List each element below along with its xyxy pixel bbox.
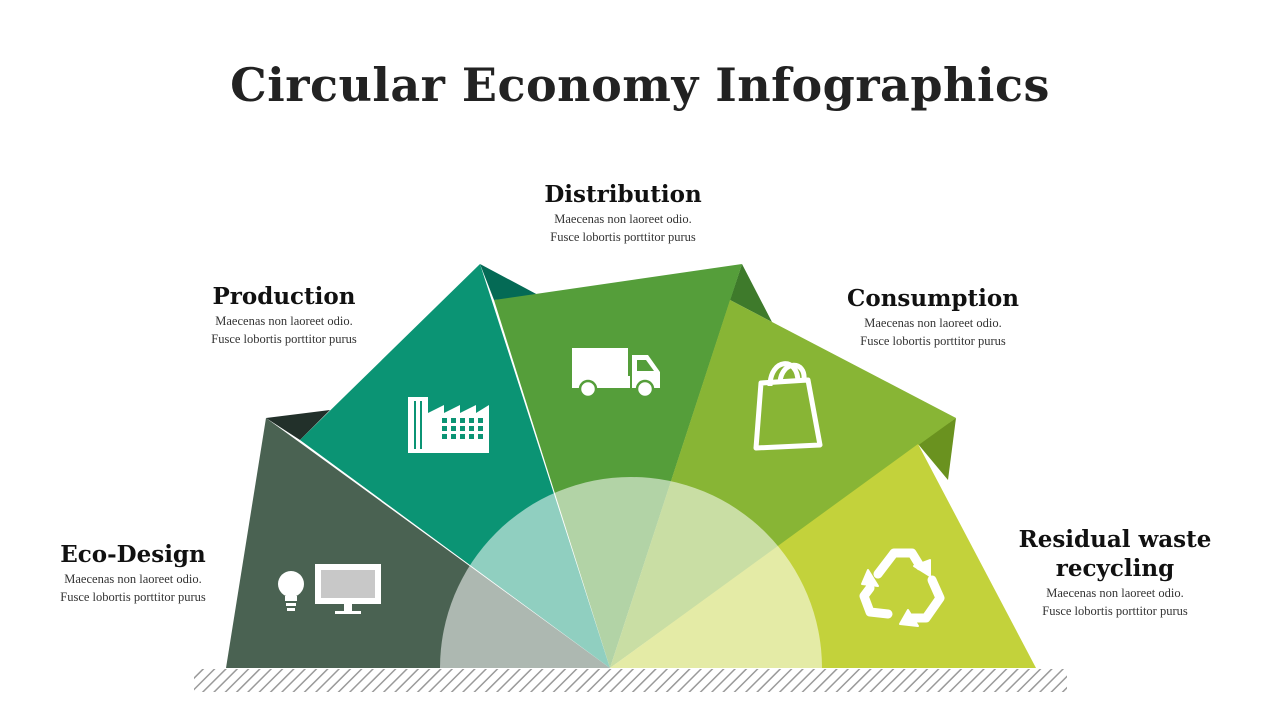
stage-label-distribution: Distribution Maecenas non laoreet odio. … bbox=[523, 180, 723, 245]
stage-title: Consumption bbox=[847, 285, 1019, 312]
fold-shadow-production bbox=[480, 264, 540, 300]
stage-label-production: Production Maecenas non laoreet odio. Fu… bbox=[184, 282, 384, 347]
stage-description-line: Fusce lobortis porttitor purus bbox=[60, 590, 206, 604]
stage-description-line: Maecenas non laoreet odio. bbox=[864, 316, 1002, 330]
stage-title: recycling bbox=[1055, 555, 1175, 582]
segment-distribution bbox=[494, 264, 742, 668]
shopping-bag-icon bbox=[753, 361, 823, 451]
stage-description-line: Fusce lobortis porttitor purus bbox=[1042, 604, 1188, 618]
stage-description-line: Fusce lobortis porttitor purus bbox=[860, 334, 1006, 348]
monitor-icon bbox=[315, 564, 381, 614]
stage-description-line: Maecenas non laoreet odio. bbox=[215, 314, 353, 328]
ground-hatch bbox=[194, 669, 1067, 692]
fold-shadow-eco-design bbox=[266, 410, 330, 440]
stage-description-line: Maecenas non laoreet odio. bbox=[1046, 586, 1184, 600]
stage-title: Distribution bbox=[544, 181, 702, 208]
truck-icon bbox=[572, 348, 660, 399]
stage-label-eco-design: Eco-Design Maecenas non laoreet odio. Fu… bbox=[33, 540, 233, 605]
stage-description-line: Maecenas non laoreet odio. bbox=[64, 572, 202, 586]
stage-description-line: Fusce lobortis porttitor purus bbox=[211, 332, 357, 346]
page-title: Circular Economy Infographics bbox=[230, 58, 1050, 112]
stage-label-residual-waste: Residual waste recycling Maecenas non la… bbox=[1005, 525, 1225, 619]
recycle-icon bbox=[859, 548, 945, 627]
stage-title: Residual waste bbox=[1018, 526, 1212, 553]
stage-description-line: Maecenas non laoreet odio. bbox=[554, 212, 692, 226]
stage-title: Eco-Design bbox=[60, 541, 206, 568]
stage-title: Production bbox=[212, 283, 356, 310]
stage-description-line: Fusce lobortis porttitor purus bbox=[550, 230, 696, 244]
fold-shadow-distribution bbox=[730, 264, 772, 322]
center-semicircle bbox=[440, 477, 822, 668]
stage-label-consumption: Consumption Maecenas non laoreet odio. F… bbox=[833, 284, 1033, 349]
fold-shadow-consumption bbox=[918, 418, 956, 480]
lightbulb-icon bbox=[278, 571, 304, 611]
factory-icon bbox=[408, 397, 489, 453]
